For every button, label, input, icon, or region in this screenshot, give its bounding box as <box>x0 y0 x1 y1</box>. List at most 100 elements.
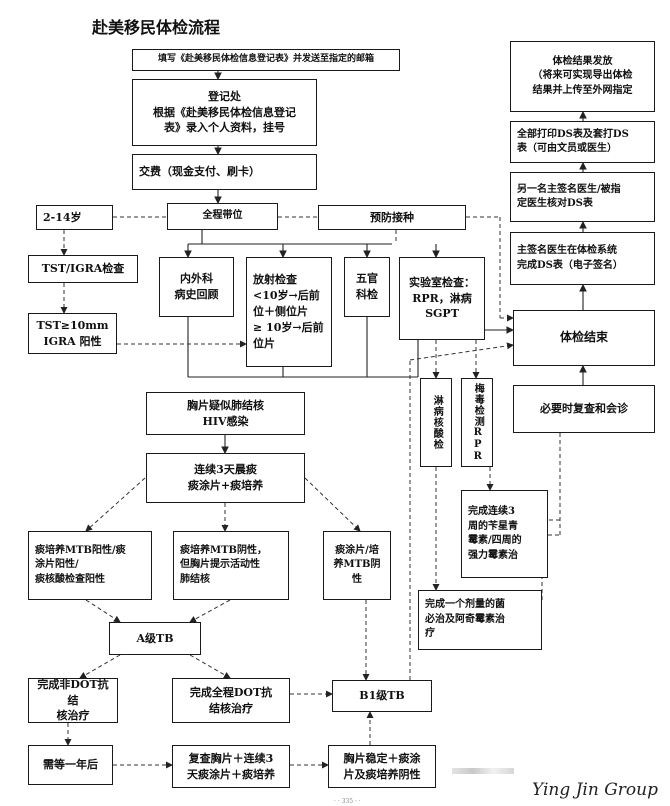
sputum-line-2: 痰涂片+痰培养 <box>187 479 264 492</box>
age-box: 2-14岁 <box>36 205 113 230</box>
register-line-3: 表》录入个人资料，挂号 <box>164 121 285 135</box>
print-ds-line-1: 全部打印DS表及套打DS <box>517 128 629 140</box>
review-text: 必要时复查和会诊 <box>540 402 628 416</box>
chest-suspect-line-2: HIV感染 <box>202 414 249 428</box>
result-release-line-1: 体检结果发放 <box>552 55 613 67</box>
wait-year-box: 需等一年后 <box>28 745 113 785</box>
stable-line-1: 胸片稳定＋痰涂 <box>343 751 421 765</box>
chest-suspect-box: 胸片疑似肺结核 HIV感染 <box>146 392 305 435</box>
mtb-negative-line-3: 性 <box>352 573 362 585</box>
mtb-positive-box: 痰培养MTB阳性/痰 涂片阳性/ 痰核酸检查阳性 <box>28 531 152 600</box>
main-doctor-box: 主签名医生在体检系统 完成DS表（电子签名） <box>510 232 655 285</box>
facial-line-1: 五官 <box>356 272 378 286</box>
second-doctor-box: 另一名主签名医生/被指 定医生核对DS表 <box>510 172 655 222</box>
radiology-box: 放射检查 <10岁→后前 位＋侧位片 ≥ 10岁→后前 位片 <box>246 257 332 367</box>
footer-note: · · 335 · · <box>334 798 361 805</box>
penicillin-line-3: 霉素/四周的 <box>468 535 522 546</box>
mtb-positive-line-1: 痰培养MTB阳性/痰 <box>35 544 126 556</box>
a-tb-box: A级TB <box>109 622 201 655</box>
escort-box: 全程带位 <box>167 203 278 230</box>
mtb-negative-active-box: 痰培养MTB阴性， 但胸片提示活动性 肺结核 <box>173 531 289 600</box>
stable-line-2: 片及痰培养阴性 <box>343 767 421 781</box>
radiology-line-2: <10岁→后前 <box>253 289 320 303</box>
result-release-line-2: （将来可实现导出体检 <box>532 70 633 82</box>
chest-suspect-line-1: 胸片疑似肺结核 <box>187 398 264 412</box>
mtb-negative-active-line-3: 肺结核 <box>180 573 210 585</box>
fill-form-box: 填写《赴美移民体检信息登记表》并发送至指定的邮箱 <box>132 49 400 71</box>
gonorrhea-treat-line-3: 疗 <box>425 628 435 640</box>
facial-line-2: 科检 <box>356 288 378 301</box>
full-dot-line-2: 结核治疗 <box>209 701 253 715</box>
full-dot-box: 完成全程DOT抗 结核治疗 <box>172 678 290 723</box>
internal-history-line-1: 内外科 <box>180 272 213 286</box>
exam-end-text: 体检结束 <box>559 330 608 345</box>
syphilis-test-box: 梅毒检测RPR <box>461 378 493 467</box>
lab-line-3: SGPT <box>425 307 459 321</box>
radiology-line-5: 位片 <box>253 336 275 350</box>
gonorrhea-treat-line-2: 必治及阿奇霉素治 <box>425 613 505 625</box>
age-text: 2-14岁 <box>43 210 82 224</box>
recheck-line-1: 复查胸片＋连续3 <box>188 751 274 765</box>
payment-text: 交费（现金支付、刷卡） <box>139 165 260 179</box>
penicillin-line-2: 周的苄星青 <box>468 520 518 532</box>
mtb-negative-line-1: 痰涂片/培 <box>335 544 379 556</box>
blurred-strip <box>452 768 514 774</box>
vaccination-box: 预防接种 <box>318 205 466 230</box>
recheck-line-2: 天痰涂片＋痰培养 <box>187 767 275 781</box>
stable-box: 胸片稳定＋痰涂 片及痰培养阴性 <box>328 745 436 788</box>
register-line-1: 登记处 <box>208 89 241 103</box>
sputum-line-1: 连续3天晨痰 <box>194 463 257 477</box>
second-doctor-line-1: 另一名主签名医生/被指 <box>517 183 621 195</box>
radiology-line-4: ≥ 10岁→后前 <box>253 320 324 334</box>
penicillin-box: 完成连续3 周的苄星青 霉素/四周的 强力霉素治 <box>461 490 548 578</box>
non-dot-box: 完成非DOT抗结 核治疗 <box>28 678 118 723</box>
full-dot-line-1: 完成全程DOT抗 <box>189 685 273 699</box>
result-release-line-3: 结果并上传至外网指定 <box>532 84 633 96</box>
gonorrhea-test-box: 淋病核酸检 <box>420 378 452 467</box>
mtb-negative-line-2: 养MTB阴 <box>333 559 381 571</box>
b1-tb-text: B1级TB <box>359 689 405 703</box>
watermark-logo: Ying Jin Group <box>532 780 658 800</box>
internal-history-line-2: 病史回顾 <box>174 288 219 301</box>
internal-history-box: 内外科 病史回顾 <box>159 257 234 317</box>
lab-line-2: RPR，淋病 <box>412 291 472 305</box>
main-doctor-line-2: 完成DS表（电子签名） <box>517 259 623 271</box>
page-title: 赴美移民体检流程 <box>92 18 221 37</box>
register-box: 登记处 根据《赴美移民体检信息登记 表》录入个人资料，挂号 <box>132 79 317 146</box>
mtb-negative-box: 痰涂片/培 养MTB阴 性 <box>323 531 391 600</box>
result-release-box: 体检结果发放 （将来可实现导出体检 结果并上传至外网指定 <box>510 41 655 112</box>
non-dot-line-2: 核治疗 <box>56 709 90 723</box>
gonorrhea-treat-box: 完成一个剂量的菌 必治及阿奇霉素治 疗 <box>418 590 542 650</box>
lab-box: 实验室检查： RPR，淋病 SGPT <box>399 257 485 340</box>
mtb-positive-line-2: 涂片阳性/ <box>35 559 79 571</box>
tst-igra-box: TST/IGRA检查 <box>28 255 138 283</box>
lab-line-1: 实验室检查： <box>409 275 475 289</box>
register-line-2: 根据《赴美移民体检信息登记 <box>153 105 296 119</box>
a-tb-text: A级TB <box>136 631 174 645</box>
tst-positive-box: TST≥10mm IGRA 阳性 <box>28 313 117 354</box>
facial-box: 五官 科检 <box>344 257 390 317</box>
penicillin-line-1: 完成连续3 <box>468 506 515 517</box>
sputum-box: 连续3天晨痰 痰涂片+痰培养 <box>146 453 305 503</box>
mtb-positive-line-3: 痰核酸检查阳性 <box>35 573 105 585</box>
tst-positive-line-1: TST≥10mm <box>36 318 109 332</box>
radiology-line-3: 位＋侧位片 <box>253 305 308 319</box>
recheck-box: 复查胸片＋连续3 天痰涂片＋痰培养 <box>172 745 290 788</box>
escort-text: 全程带位 <box>202 210 243 222</box>
gonorrhea-treat-line-1: 完成一个剂量的菌 <box>425 599 505 611</box>
exam-end-box: 体检结束 <box>513 310 655 366</box>
non-dot-line-1: 完成非DOT抗结 <box>37 677 109 707</box>
penicillin-line-4: 强力霉素治 <box>468 549 518 561</box>
tst-igra-text: TST/IGRA检查 <box>41 262 125 276</box>
main-doctor-line-1: 主签名医生在体检系统 <box>517 245 617 256</box>
mtb-negative-active-line-2: 但胸片提示活动性 <box>180 559 260 571</box>
vaccination-text: 预防接种 <box>370 210 414 224</box>
radiology-line-1: 放射检查 <box>253 273 297 287</box>
print-ds-box: 全部打印DS表及套打DS 表（可由文员或医生） <box>510 121 655 163</box>
print-ds-line-2: 表（可由文员或医生） <box>517 143 617 154</box>
payment-box: 交费（现金支付、刷卡） <box>132 154 317 190</box>
gonorrhea-test-text: 淋病核酸检 <box>431 395 443 450</box>
review-box: 必要时复查和会诊 <box>513 385 655 433</box>
syphilis-test-text: 梅毒检测RPR <box>472 382 484 463</box>
tst-positive-line-2: IGRA 阳性 <box>43 334 102 348</box>
